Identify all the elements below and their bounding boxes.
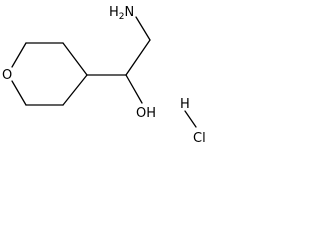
- bond-h-cl: [184, 110, 197, 128]
- amine-h-label: H: [109, 5, 119, 20]
- hcl-h-label: H: [180, 97, 190, 112]
- bond-carbinol-to-ch2: [125, 39, 151, 76]
- amine-subscript-label: 2: [119, 12, 125, 22]
- bond-c4-c3: [62, 42, 88, 76]
- amine-label: H2N: [109, 5, 134, 22]
- bond-carbinol-to-oh: [125, 74, 143, 104]
- ring-oxygen-label: O: [2, 68, 12, 83]
- bond-o-c6: [11, 80, 27, 106]
- bond-c2-o: [11, 42, 27, 68]
- hydroxyl-label: OH: [136, 106, 156, 121]
- hcl-cl-label: Cl: [193, 131, 206, 146]
- amine-n-label: N: [125, 5, 135, 20]
- side-chain: [86, 16, 151, 104]
- bond-c5-c4: [62, 74, 88, 106]
- oxane-ring: [11, 42, 88, 106]
- bond-ch2-to-nh2: [135, 16, 151, 41]
- chemical-structure: O H2N OH H Cl: [2, 5, 206, 146]
